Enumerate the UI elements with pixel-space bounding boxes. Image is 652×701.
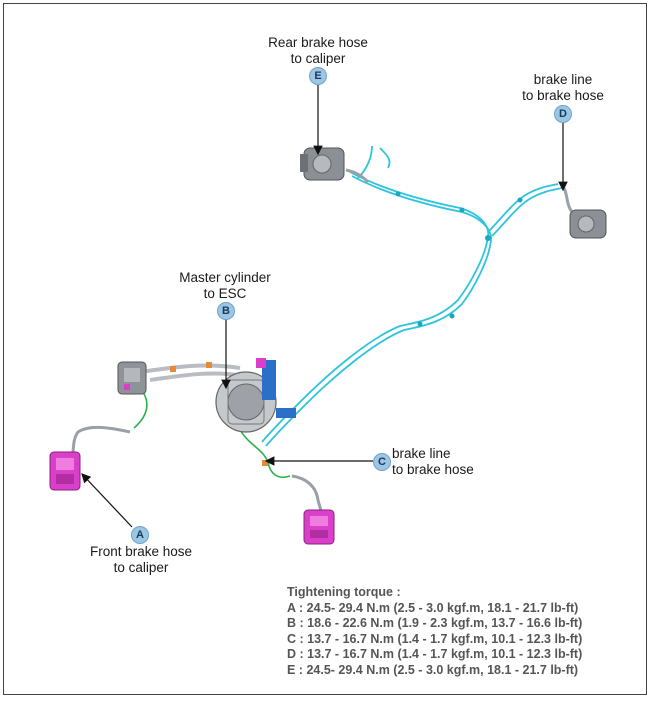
callout-a-badge: A xyxy=(131,526,149,544)
callout-c-label: brake line to brake hose xyxy=(392,446,474,478)
line-clips xyxy=(395,191,523,327)
torque-row-c: C : 13.7 - 16.7 N.m (1.4 - 1.7 kgf.m, 10… xyxy=(287,631,583,646)
callout-b-label: Master cylinder to ESC xyxy=(164,270,286,302)
rear-caliper-left xyxy=(300,147,345,181)
torque-title: Tightening torque : xyxy=(287,585,401,599)
callout-d-label: brake line to brake hose xyxy=(505,72,621,104)
esc-unit xyxy=(117,361,147,395)
master-cylinder xyxy=(215,358,296,433)
torque-row-a: A : 24.5- 29.4 N.m (2.5 - 3.0 kgf.m, 18.… xyxy=(287,600,579,615)
callout-b-line1: Master cylinder xyxy=(179,270,271,285)
callout-b-line2: to ESC xyxy=(203,286,247,301)
callout-c-line2: to brake hose xyxy=(392,462,474,477)
callout-e-badge: E xyxy=(309,67,327,85)
callout-e-label: Rear brake hose to caliper xyxy=(254,35,382,67)
torque-row-b: B : 18.6 - 22.6 N.m (1.9 - 2.3 kgf.m, 13… xyxy=(287,616,583,630)
callout-d-badge: D xyxy=(554,105,572,123)
callout-c-line1: brake line xyxy=(392,446,451,461)
callout-c-badge: C xyxy=(373,453,391,471)
callout-d-line1: brake line xyxy=(533,72,593,87)
diagram-frame xyxy=(3,3,647,695)
callout-e-line2: to caliper xyxy=(290,51,346,66)
tightening-torque-legend: Tightening torque : A : 24.5- 29.4 N.m (… xyxy=(287,585,582,678)
brake-lines xyxy=(261,145,563,447)
callout-a-line1: Front brake hose xyxy=(89,544,193,559)
front-caliper-left xyxy=(49,451,81,491)
callout-a-label: Front brake hose to caliper xyxy=(80,544,202,576)
front-caliper-right xyxy=(303,509,335,545)
torque-row-d: D : 13.7 - 16.7 N.m (1.4 - 1.7 kgf.m, 10… xyxy=(287,647,583,661)
rear-caliper-right xyxy=(569,209,607,239)
torque-row-e: E : 24.5- 29.4 N.m (2.5 - 3.0 kgf.m, 18.… xyxy=(287,662,579,677)
callout-a-line2: to caliper xyxy=(113,560,169,575)
leader-arrows xyxy=(81,84,568,528)
callout-b-badge: B xyxy=(217,302,235,320)
callout-d-line2: to brake hose xyxy=(522,88,604,103)
callout-e-line1: Rear brake hose xyxy=(268,35,368,50)
